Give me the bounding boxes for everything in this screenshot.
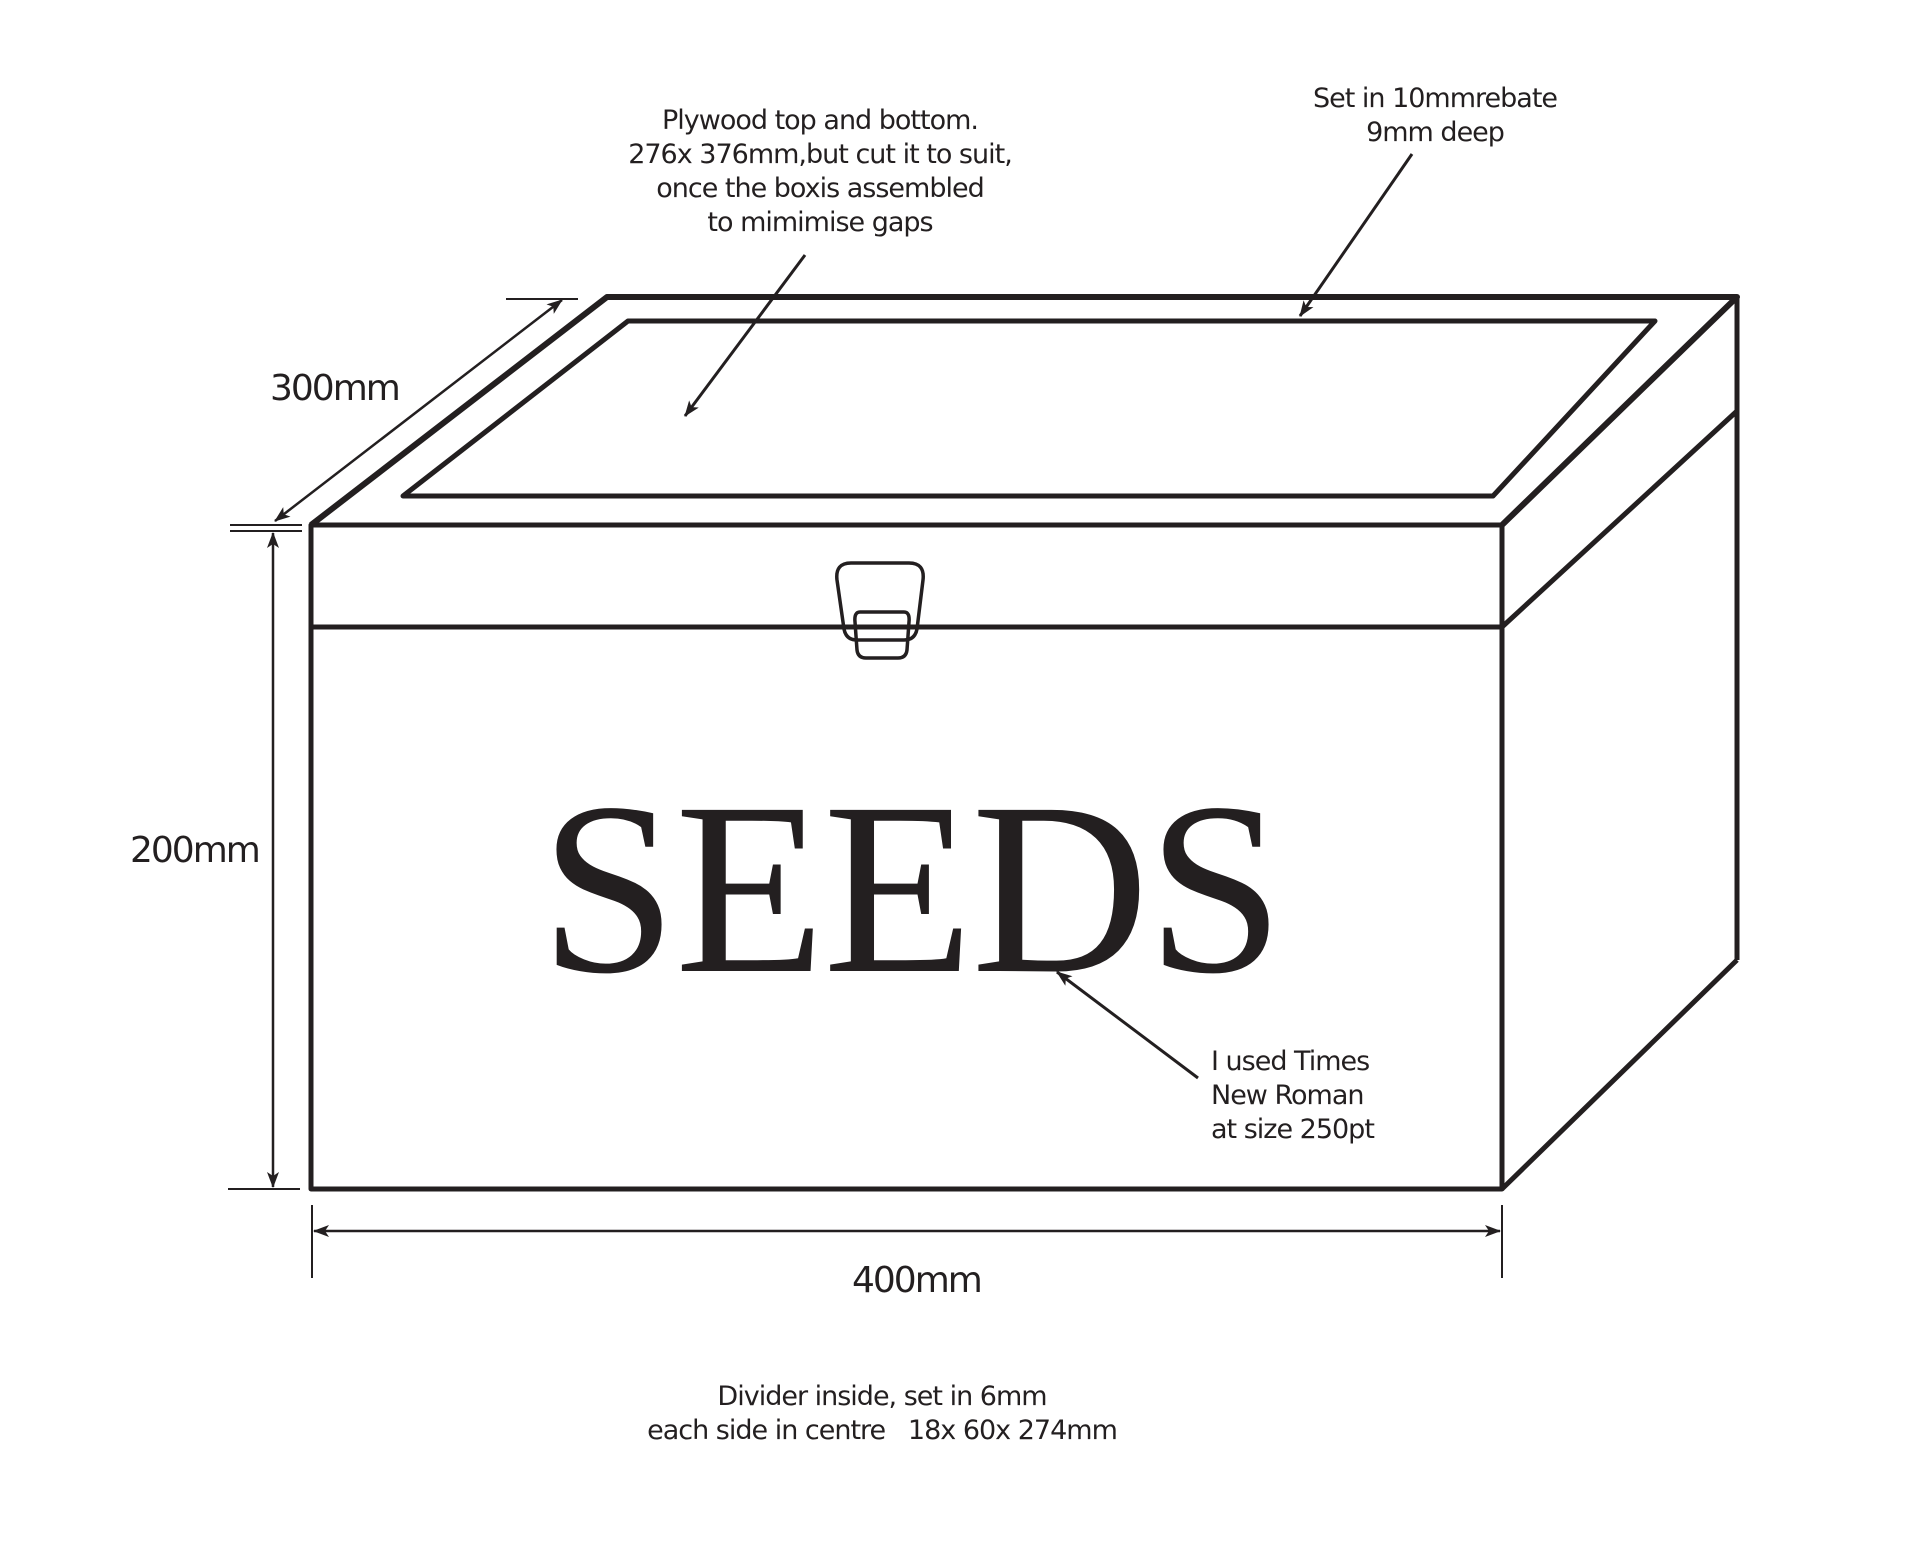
font-note-line-3: at size 250pt <box>1211 1114 1375 1145</box>
plywood-annotation: Plywood top and bottom. 276x 376mm,but c… <box>600 104 1040 240</box>
width-dimension <box>311 1205 1503 1278</box>
rebate-annotation: Set in 10mmrebate 9mm deep <box>1270 82 1600 150</box>
divider-annotation: Divider inside, set in 6mm each side in … <box>632 1380 1132 1448</box>
plywood-line-4: to mimimise gaps <box>707 207 933 238</box>
plywood-line-3: once the boxis assembled <box>656 173 985 204</box>
plywood-line-1: Plywood top and bottom. <box>661 105 979 136</box>
plywood-top-panel <box>400 318 1658 499</box>
leader-arrows <box>683 153 1414 1080</box>
height-dimension <box>228 530 302 1190</box>
depth-dimension <box>230 298 578 526</box>
font-note-line-2: New Roman <box>1211 1080 1364 1111</box>
seeds-lettering: SEEDS <box>540 753 1284 1025</box>
box-right-face <box>1500 297 1740 1191</box>
plywood-leader <box>683 254 807 417</box>
rebate-line-1: Set in 10mmrebate <box>1312 83 1558 114</box>
height-label: 200mm <box>130 830 261 871</box>
rebate-leader <box>1298 153 1414 317</box>
font-note-line-1: I used Times <box>1211 1046 1370 1077</box>
plywood-line-2: 276x 376mm,but cut it to suit, <box>628 139 1013 170</box>
depth-label: 300mm <box>270 368 401 409</box>
font-note-annotation: I used Times New Roman at size 250pt <box>1211 1045 1375 1147</box>
divider-line-2: each side in centre 18x 60x 274mm <box>647 1415 1118 1446</box>
box-front-face <box>308 522 1505 1192</box>
divider-line-1: Divider inside, set in 6mm <box>717 1381 1047 1412</box>
font-note-leader <box>1056 970 1199 1080</box>
lid-seam-side <box>1500 409 1739 629</box>
latch-hasp-icon <box>835 561 925 660</box>
rebate-line-2: 9mm deep <box>1366 117 1505 148</box>
width-label: 400mm <box>852 1260 983 1301</box>
box-top-face <box>309 294 1740 528</box>
